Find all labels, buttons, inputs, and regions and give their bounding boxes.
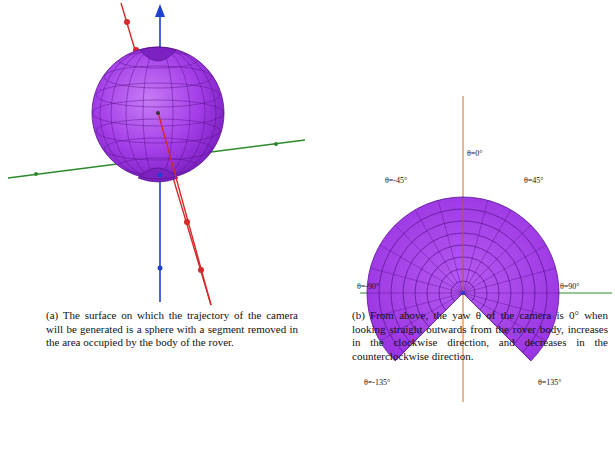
angle-label: θ=135°	[538, 379, 562, 387]
axes-3d	[8, 3, 305, 305]
axes-3d-front	[156, 111, 211, 305]
sphere	[92, 47, 224, 182]
angle-label: θ=90°	[560, 283, 580, 291]
angle-label: θ=45°	[524, 177, 544, 185]
figure-caption: (a) The surface on which the trajectory …	[46, 309, 298, 350]
angle-label: θ=-135°	[364, 379, 390, 387]
angle-label: θ=0°	[467, 150, 483, 158]
figure-caption: (b) From above, the yaw θ of the camera …	[352, 309, 608, 363]
angle-label: θ=-45°	[385, 177, 407, 185]
angle-label: θ=-90°	[357, 283, 379, 291]
